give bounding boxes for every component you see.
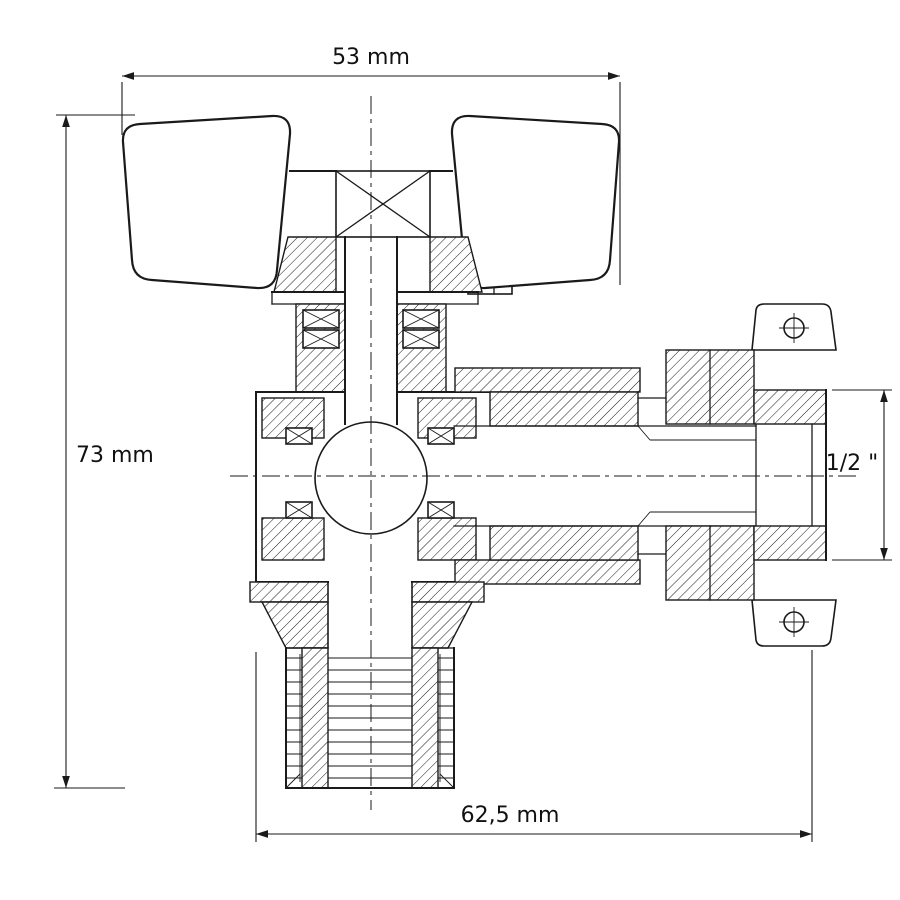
union-nut — [665, 303, 837, 647]
packing-rings — [302, 309, 440, 349]
dimension-right: 1/2 " — [826, 389, 892, 561]
dimension-label-top: 53 mm — [332, 45, 410, 70]
dimension-left: 73 mm — [54, 114, 154, 789]
dimension-bottom: 62,5 mm — [255, 650, 813, 842]
mounting-ear-bottom — [751, 599, 837, 647]
dimension-label-right: 1/2 " — [826, 451, 879, 476]
centerlines — [230, 96, 856, 810]
seat-seal-rings — [285, 427, 455, 519]
stem-top-section — [335, 170, 431, 238]
dimension-top: 53 mm — [121, 45, 621, 285]
handle-right-wing — [450, 114, 621, 290]
dimension-label-left: 73 mm — [76, 443, 154, 468]
bonnet-stem — [271, 236, 479, 425]
butterfly-handle — [121, 114, 621, 295]
dimension-label-bottom: 62,5 mm — [461, 803, 560, 828]
handle-left-wing — [121, 114, 292, 290]
right-outlet — [453, 367, 757, 585]
handle-hub-right-section — [429, 236, 483, 293]
mounting-ear-top — [751, 303, 837, 351]
bottom-outlet — [249, 581, 485, 789]
valve-body — [255, 391, 491, 583]
